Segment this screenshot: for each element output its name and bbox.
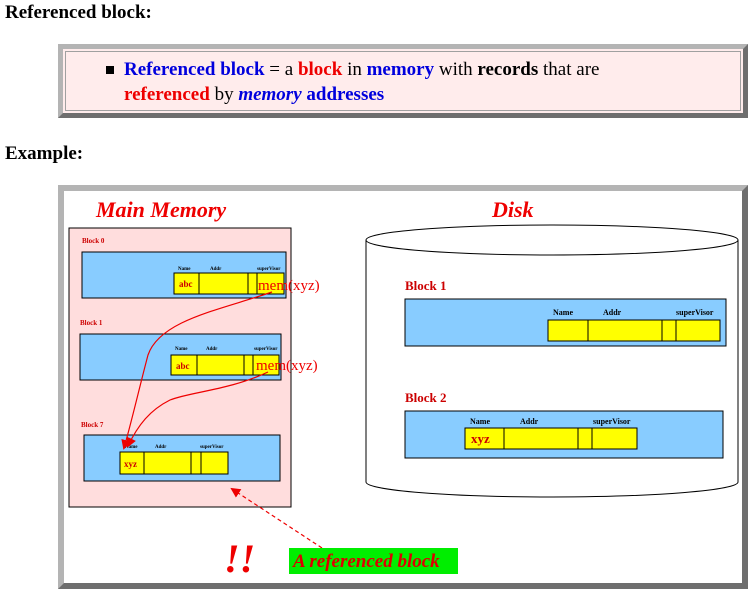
mem-block-1-label: Block 1: [80, 319, 103, 327]
def-records: records: [477, 59, 539, 80]
example-figure: Main Memory Block 0 Name Addr superVisor…: [58, 185, 748, 589]
mem-block-7-label: Block 7: [81, 421, 104, 429]
exclamation-mark: !!: [224, 536, 255, 581]
example-heading: Example:: [5, 143, 84, 164]
definition-box: Referenced block = a block in memory wit…: [58, 44, 748, 118]
def-with: with: [434, 59, 478, 80]
mem-block-0-col-addr: Addr: [210, 267, 222, 272]
disk-block-1-col-supervisor: superVisor: [676, 308, 714, 317]
mem-block-1-record: [170, 354, 280, 376]
disk-block-1-col-addr: Addr: [603, 308, 622, 317]
mem-block-0-pointer: mem(xyz): [258, 278, 320, 294]
def-memory: memory: [366, 59, 435, 80]
def-referenced: referenced: [124, 84, 210, 105]
mem-block-7-col-name: Name: [125, 445, 138, 450]
disk-block-2-value: xyz: [471, 431, 490, 446]
def-addresses: addresses: [306, 84, 385, 105]
def-term: Referenced block: [124, 59, 265, 80]
disk-block-2-col-supervisor: superVisor: [593, 417, 631, 426]
bullet-icon: [106, 66, 114, 74]
mem-block-0-value: abc: [179, 279, 193, 289]
mem-block-7-value: xyz: [124, 459, 137, 469]
mem-block-1-pointer: mem(xyz): [256, 358, 318, 374]
def-block: block: [297, 59, 343, 80]
pointer-arrow-block-0: [121, 291, 273, 450]
definition-box-inner-border: [65, 51, 741, 111]
disk-block-1-label: Block 1: [405, 278, 447, 293]
mem-block-1-col-addr: Addr: [206, 347, 218, 352]
example-diagram: Main Memory Block 0 Name Addr superVisor…: [68, 197, 739, 581]
mem-block-0-col-supervisor: superVisor: [257, 267, 281, 272]
mem-block-1-col-name: Name: [175, 347, 188, 352]
def-that-are: that are: [538, 59, 600, 80]
def-memory-italic: memory: [238, 84, 302, 105]
mem-block-7-col-supervisor: superVisor: [200, 445, 224, 450]
disk-block-1-record: [547, 319, 721, 342]
disk-block-2-record: [464, 427, 638, 450]
definition-text: Referenced block = a block in memory wit…: [106, 57, 724, 107]
definition-heading: Referenced block:: [5, 2, 152, 23]
pointer-arrow-block-1: [126, 371, 269, 448]
mem-block-7-col-addr: Addr: [155, 445, 167, 450]
disk-cylinder-top: [365, 224, 739, 256]
disk-title: Disk: [491, 197, 534, 222]
mem-block-0-col-name: Name: [178, 267, 191, 272]
callout-arrow: [230, 487, 323, 549]
def-in: in: [342, 59, 367, 80]
mem-block-0-label: Block 0: [82, 237, 105, 245]
callout-box: [289, 548, 458, 574]
main-memory-title: Main Memory: [95, 197, 226, 222]
disk-block-2-col-addr: Addr: [520, 417, 539, 426]
mem-block-1-col-supervisor: superVisor: [254, 347, 278, 352]
disk-block-2-label: Block 2: [405, 390, 447, 405]
disk-block-2-col-name: Name: [470, 417, 490, 426]
disk-block-1-col-name: Name: [553, 308, 573, 317]
def-eq: = a: [264, 59, 298, 80]
callout-text: A referenced block: [292, 551, 440, 572]
mem-block-1-value: abc: [176, 361, 190, 371]
def-by: by: [209, 84, 239, 105]
